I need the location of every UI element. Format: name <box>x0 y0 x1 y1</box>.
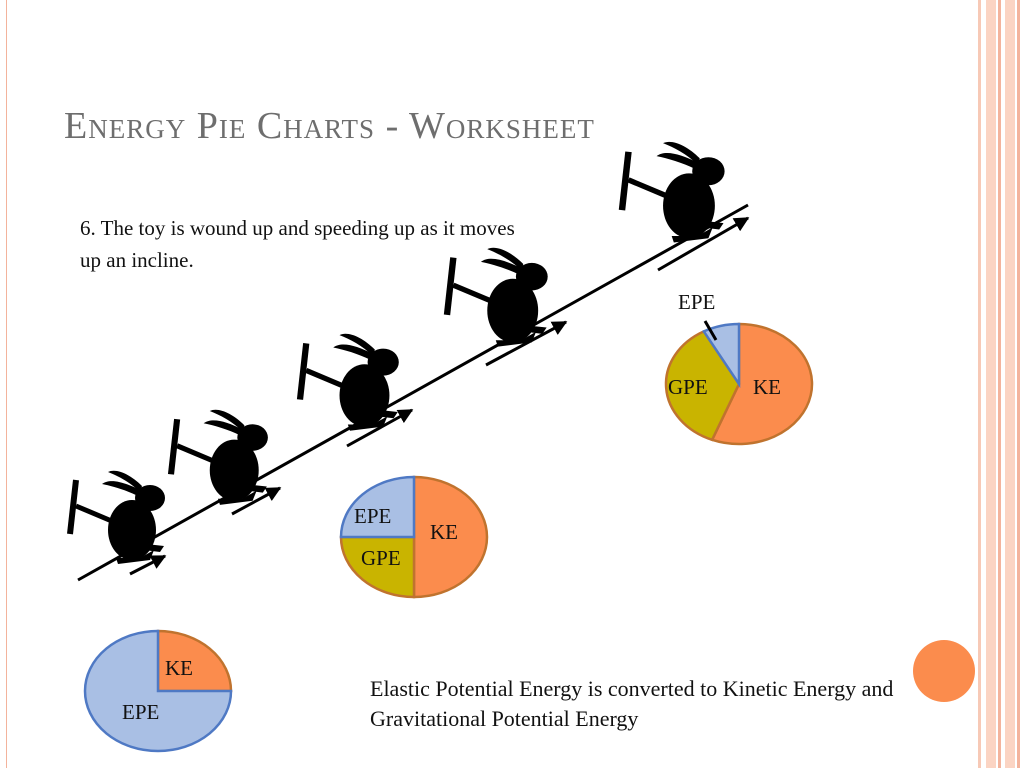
end-pie-epe-slice <box>701 322 741 389</box>
decorative-circle <box>913 640 975 702</box>
slide-title: Energy Pie Charts - Worksheet <box>64 105 595 147</box>
start-pie-epe-slice <box>83 629 233 753</box>
start-pie-ke-slice <box>156 629 233 693</box>
velocity-arrow <box>485 320 568 367</box>
pie1-epe-label: EPE <box>122 700 160 724</box>
epe-pointer-line <box>703 320 718 341</box>
velocity-arrow <box>129 554 167 576</box>
pie2-gpe-label: GPE <box>361 546 401 570</box>
incline-line <box>77 203 749 582</box>
toy-rabbit-2 <box>171 410 268 505</box>
pie2-epe-label: EPE <box>354 504 392 528</box>
pie3-ke-label: KE <box>753 375 781 399</box>
pie3-gpe-label: GPE <box>668 375 708 399</box>
pie2-ke-label: KE <box>430 520 458 544</box>
explanation-text: Elastic Potential Energy is converted to… <box>370 676 894 731</box>
decorative-stripes <box>978 0 1020 768</box>
velocity-arrow <box>346 408 414 448</box>
pie1-ke-label: KE <box>165 656 193 680</box>
middle-pie-gpe-slice <box>339 535 416 599</box>
middle-pie-epe-slice <box>339 475 416 539</box>
velocity-arrow <box>231 486 282 516</box>
toy-rabbit-3 <box>300 334 399 431</box>
toy-rabbit-4 <box>447 248 548 347</box>
toy-rabbit-5 <box>622 142 725 243</box>
pie3-epe-label: EPE <box>678 290 716 314</box>
toy-rabbit-1 <box>70 471 165 564</box>
velocity-arrow <box>657 216 750 272</box>
left-frame-border <box>0 0 7 768</box>
end-pie-ke-slice <box>710 322 814 446</box>
question-text: 6. The toy is wound up and speeding up a… <box>80 216 515 272</box>
middle-pie-ke-slice <box>412 475 489 599</box>
